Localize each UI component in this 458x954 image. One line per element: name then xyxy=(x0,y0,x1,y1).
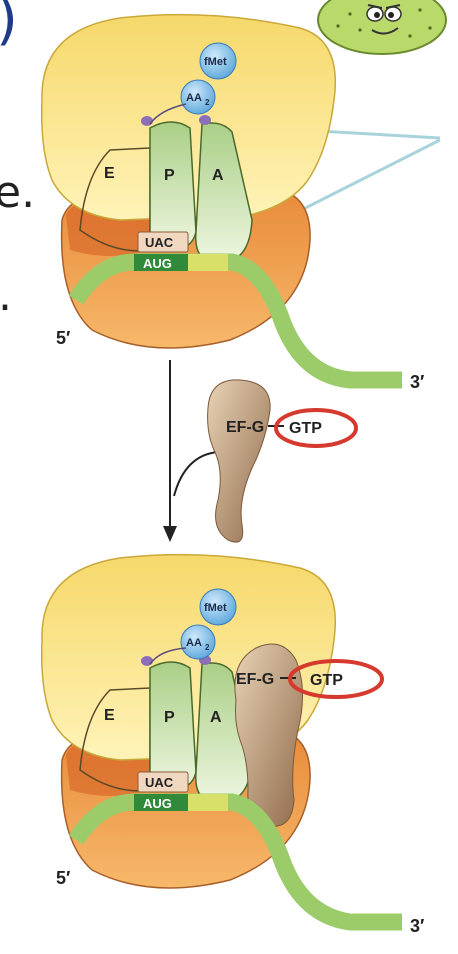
ribosome-bottom: E P A UAC fMet AA 2 EF-G GTP AUG 5′ 3′ xyxy=(40,553,424,936)
slide-paren-fragment: ) xyxy=(0,0,18,52)
three-prime-label: 3′ xyxy=(410,916,424,936)
aa2-ball xyxy=(180,624,216,660)
anticodon-label: UAC xyxy=(145,235,174,250)
slide-text-fragment: e. xyxy=(0,167,35,218)
trna-a-site xyxy=(195,662,253,803)
aa2-label: AA xyxy=(186,92,202,104)
p-site-label: P xyxy=(164,167,175,184)
fmet-label: fMet xyxy=(204,56,227,68)
ribosome-top: E P A UAC fMet AA 2 AUG 5′ 3′ xyxy=(40,13,424,392)
aa2-label: AA xyxy=(186,637,202,649)
fmet-ball xyxy=(199,588,237,626)
gtp-highlight-ring xyxy=(274,408,358,448)
codon-label: AUG xyxy=(143,796,172,811)
e-site-outline xyxy=(79,147,151,252)
p-site-label: P xyxy=(164,709,175,726)
gtp-label: GTP xyxy=(310,672,343,689)
mrna-strand xyxy=(68,253,402,389)
five-prime-label: 5′ xyxy=(56,868,70,888)
trna-a-site xyxy=(195,122,253,263)
fmet-label: fMet xyxy=(204,602,227,614)
efg-protein xyxy=(207,379,271,543)
mrna-strand xyxy=(68,793,402,931)
down-arrow-icon xyxy=(163,360,177,542)
aa2-ball xyxy=(180,79,216,115)
curved-arrow-icon xyxy=(173,451,219,497)
aa2-subscript: 2 xyxy=(205,98,210,107)
efg-label: EF-G xyxy=(226,419,264,436)
efg-protein-bound xyxy=(234,643,304,827)
large-subunit xyxy=(40,13,336,221)
e-site-label: E xyxy=(104,707,115,724)
gtp-highlight-ring xyxy=(288,659,384,699)
five-prime-label: 5′ xyxy=(56,328,70,348)
trna-p-site xyxy=(149,121,197,251)
anticodon-label: UAC xyxy=(145,775,174,790)
a-site-label: A xyxy=(210,709,222,726)
slide-dot-fragment: . xyxy=(0,270,12,321)
three-prime-label: 3′ xyxy=(410,372,424,392)
gtp-label: GTP xyxy=(289,420,322,437)
aa2-subscript: 2 xyxy=(205,643,210,652)
bacterium-icon xyxy=(317,0,447,55)
efg-label: EF-G xyxy=(236,671,274,688)
a-site-label: A xyxy=(212,167,224,184)
efg-gtp-free: EF-G GTP xyxy=(207,379,358,543)
trna-p-site xyxy=(149,661,197,791)
fmet-ball xyxy=(199,42,237,80)
e-site-label: E xyxy=(104,165,115,182)
codon-label: AUG xyxy=(143,256,172,271)
e-site-outline xyxy=(79,687,151,792)
